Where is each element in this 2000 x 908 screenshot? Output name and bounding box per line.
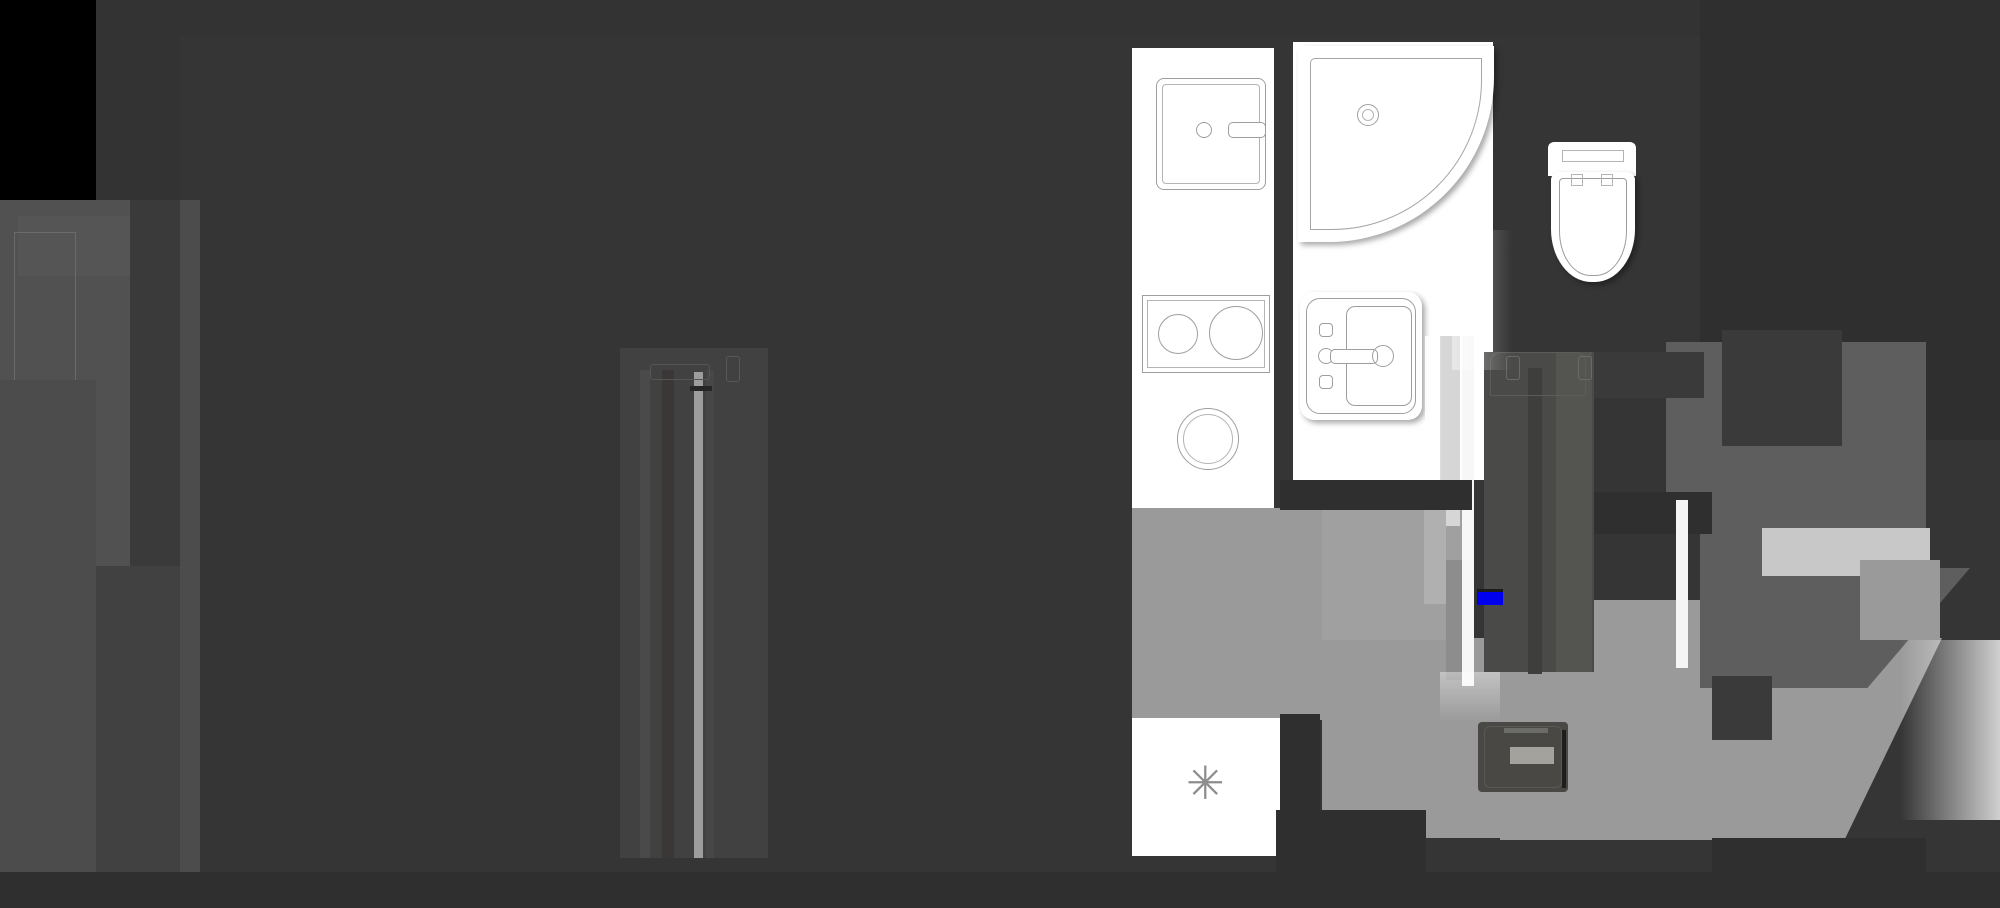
- light-strip-a-fade: [1425, 336, 1443, 526]
- background-black-corner: [0, 0, 96, 200]
- light-strip-b: [1462, 336, 1474, 686]
- corridor-floor-west[interactable]: [1132, 508, 1332, 720]
- cooktop-burner-small-icon: [1158, 314, 1198, 354]
- wall-return-north: [1280, 480, 1472, 510]
- shower-drain-inner-icon: [1362, 109, 1374, 121]
- utility-niche[interactable]: [1132, 718, 1280, 856]
- cooktop-burner-large-icon: [1209, 306, 1263, 360]
- entry-door-swing[interactable]: [1490, 352, 1586, 396]
- living-slab-lower: [0, 380, 96, 872]
- light-strip-e: [1446, 560, 1462, 680]
- entry-door-handle: [1506, 356, 1520, 380]
- partition-wall-inner: [1528, 368, 1542, 674]
- living-slab-panel: [18, 216, 130, 276]
- furniture-unit-edge: [1562, 730, 1566, 788]
- sliding-door-track: [694, 372, 703, 858]
- furniture-unit-frame: [1484, 726, 1562, 788]
- furniture-unit-top-band: [1504, 728, 1548, 733]
- sliding-door-leaf-b: [662, 370, 674, 858]
- wall-return-corner: [1712, 676, 1772, 740]
- sliding-door-leaf-a: [640, 370, 650, 858]
- wash-basin-rim: [1306, 298, 1416, 414]
- right-slab-cap: [1860, 560, 1940, 640]
- selection-marker[interactable]: [1477, 591, 1503, 605]
- partition-wall-return: [1594, 492, 1712, 534]
- bleed-below-niche: [1440, 672, 1500, 722]
- shower-drain-icon: [1357, 104, 1379, 126]
- wash-basin-spout: [1330, 349, 1378, 364]
- right-slab-shadow: [1722, 330, 1842, 446]
- light-strip-a: [1440, 336, 1460, 526]
- toilet-bowl-rim: [1559, 178, 1627, 276]
- furniture-unit-inset: [1510, 747, 1554, 764]
- living-slab-gap: [130, 200, 180, 566]
- toilet-cistern-lid: [1562, 150, 1624, 162]
- sliding-door-stop: [690, 386, 712, 391]
- light-strip-d: [1424, 500, 1446, 604]
- sliding-door-lock-icon: [726, 356, 740, 382]
- wash-basin-control-top-icon: [1319, 323, 1333, 337]
- background-field-footer: [0, 872, 2000, 908]
- partition-wall-edge: [1556, 352, 1592, 672]
- sliding-door-rail: [706, 370, 714, 858]
- wall-return-east: [1712, 838, 1926, 872]
- cooktop[interactable]: [1142, 295, 1270, 373]
- background-field-upper: [96, 0, 2000, 36]
- cooktop-inner: [1147, 300, 1265, 368]
- round-sink-outer[interactable]: [1177, 408, 1239, 470]
- wall-return-south: [1276, 810, 1426, 872]
- selection-marker-outline: [1477, 589, 1503, 592]
- wash-basin-aerator-icon: [1372, 345, 1394, 367]
- toilet-fixing-right-icon: [1601, 174, 1613, 186]
- wall-cabinet-handle: [1228, 122, 1266, 138]
- light-strip-c: [1676, 500, 1688, 668]
- bleed-right-of-shower: [1452, 230, 1512, 370]
- living-slab-notch: [96, 566, 180, 872]
- bleed-right-edge: [1900, 640, 2000, 820]
- floor-drain-icon: ✳: [1186, 757, 1225, 809]
- wall-cabinet-knob-icon: [1196, 122, 1212, 138]
- partition-wall-top-rail: [1594, 352, 1704, 398]
- round-sink-inner: [1183, 414, 1233, 464]
- toilet-fixing-left-icon: [1571, 174, 1583, 186]
- sliding-door-handle[interactable]: [650, 364, 710, 380]
- wash-basin-control-bottom-icon: [1319, 375, 1333, 389]
- entry-door-latch: [1578, 356, 1592, 380]
